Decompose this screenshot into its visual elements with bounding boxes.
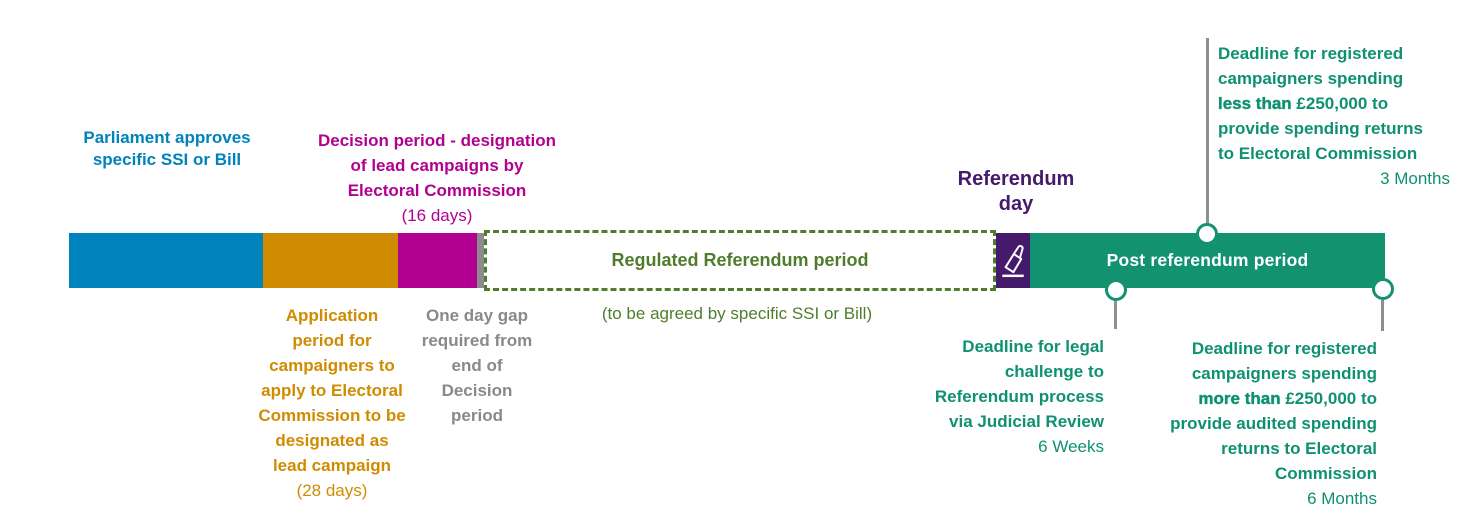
label-line: required from [421, 331, 533, 350]
duration-note: 3 Months [1380, 169, 1450, 188]
label-line: Commission to be [258, 406, 406, 425]
label-line: more than £250,000 to [1145, 386, 1377, 411]
label-line: One day gap [425, 306, 529, 325]
label-line: Application [285, 306, 379, 325]
label-line: Referendum process [934, 387, 1104, 406]
label-emphasis: less than [1218, 94, 1292, 113]
label-emphasis: more than [1198, 389, 1281, 408]
label-line: campaigners to [269, 356, 395, 375]
label-spending-more-deadline: Deadline for registered campaigners spen… [1145, 336, 1377, 511]
label-line: campaigners spending [1218, 69, 1404, 88]
connector-line-bottom-left [1114, 300, 1117, 329]
label-line: less than £250,000 to [1218, 91, 1450, 116]
label-line: provide audited spending [1170, 414, 1377, 433]
connector-dot-bottom-right [1372, 278, 1394, 300]
label-line: Referendum [957, 168, 1075, 190]
label-line: day [998, 193, 1034, 215]
label-line: via Judicial Review [949, 412, 1104, 431]
label-line-rest: £250,000 to [1291, 94, 1389, 113]
segment-parliament-approves [69, 233, 263, 288]
label-line: Parliament approves [83, 128, 251, 147]
label-line: returns to Electoral [1221, 439, 1377, 458]
label-one-day-gap: One day gap required from end of Decisio… [407, 303, 547, 428]
duration-note: 6 Weeks [1038, 437, 1104, 456]
label-line: apply to Electoral [261, 381, 403, 400]
regulated-period-label: Regulated Referendum period [611, 250, 869, 270]
label-line: period [451, 406, 503, 425]
label-line: Deadline for registered [1218, 44, 1404, 63]
label-line: Decision [441, 381, 513, 400]
label-line: end of [451, 356, 503, 375]
segment-application-period [263, 233, 398, 288]
label-line: (to be agreed by specific SSI or Bill) [601, 304, 873, 323]
ballot-box-icon [999, 238, 1027, 284]
label-line: Electoral Commission [347, 181, 527, 200]
label-line: lead campaign [272, 456, 392, 475]
label-line: period for [292, 331, 372, 350]
label-application-period: Application period for campaigners to ap… [232, 303, 432, 503]
connector-line-top [1206, 38, 1209, 224]
label-line: Commission [1274, 464, 1377, 483]
label-line: campaigners spending [1191, 364, 1377, 383]
label-line: designated as [275, 431, 389, 450]
segment-one-day-gap [477, 233, 484, 288]
post-referendum-label: Post referendum period [1106, 250, 1309, 270]
label-line-rest: £250,000 to [1280, 389, 1377, 408]
label-line: Deadline for legal [962, 337, 1104, 356]
label-line: challenge to [1004, 362, 1104, 381]
label-regulated-period-note: (to be agreed by specific SSI or Bill) [567, 301, 907, 326]
duration-note: (16 days) [401, 206, 473, 225]
label-line: provide spending returns [1218, 119, 1423, 138]
label-decision-period: Decision period - designation of lead ca… [287, 128, 587, 228]
connector-line-bottom-right [1381, 300, 1384, 331]
connector-dot-bottom-left [1105, 279, 1127, 301]
segment-regulated-referendum-period: Regulated Referendum period [484, 230, 996, 291]
segment-referendum-day [996, 233, 1030, 288]
label-line: of lead campaigns by [350, 156, 524, 175]
label-parliament-approves: Parliament approves specific SSI or Bill [47, 127, 287, 171]
duration-note: (28 days) [296, 481, 368, 500]
label-legal-challenge-deadline: Deadline for legal challenge to Referend… [908, 334, 1104, 459]
label-referendum-day: Referendum day [946, 167, 1086, 217]
connector-dot-top [1196, 223, 1218, 245]
label-line: Deadline for registered [1191, 339, 1377, 358]
label-line: specific SSI or Bill [92, 150, 242, 169]
label-spending-less-deadline: Deadline for registered campaigners spen… [1218, 41, 1450, 191]
label-line: Decision period - designation [317, 131, 557, 150]
segment-decision-period [398, 233, 477, 288]
label-line: to Electoral Commission [1218, 144, 1418, 163]
duration-note: 6 Months [1307, 489, 1377, 508]
